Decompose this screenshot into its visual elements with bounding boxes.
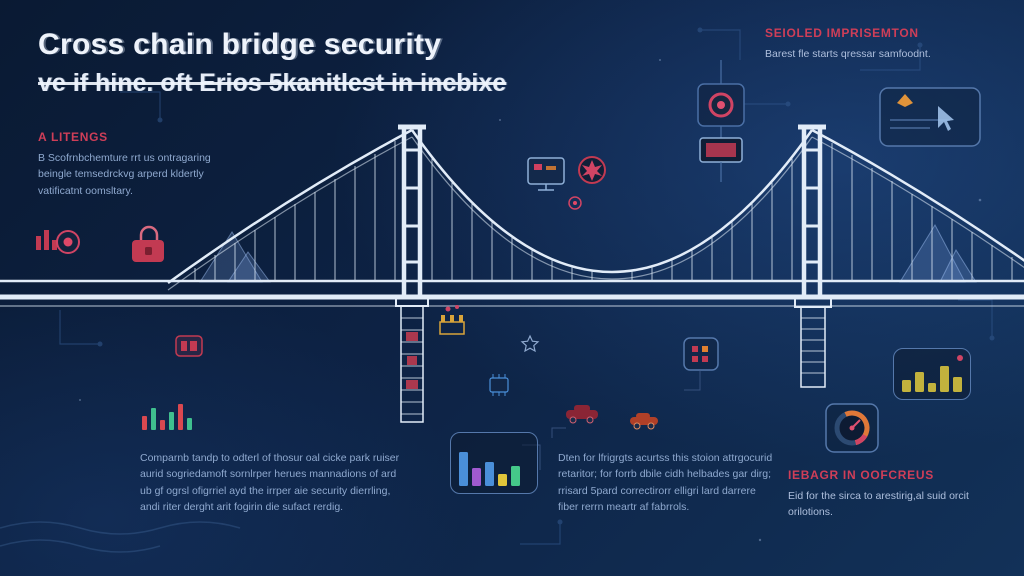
tower-glyph-marks (406, 332, 418, 389)
burst-icon (578, 156, 606, 184)
circuit-traces (59, 27, 995, 545)
monitor-icon (527, 157, 565, 191)
star-icon (520, 334, 540, 353)
side-bar-chart-panel (893, 348, 971, 400)
waves (0, 521, 241, 553)
bar-chart (451, 433, 537, 493)
tv-icon (699, 126, 743, 182)
callout-left-body: B Scofrnbchemture rrt us ontragaring bei… (38, 152, 211, 197)
bridge-tower-right (794, 124, 832, 388)
grid-badge-icon (683, 337, 719, 371)
callout-bottom-right: IEBAGR IN OOFCREUS Eid for the sirca to … (788, 468, 996, 521)
car-icon (566, 405, 598, 424)
signal-dot-icon (568, 196, 582, 210)
bar (472, 468, 481, 486)
bar (151, 408, 156, 430)
bar (459, 452, 468, 486)
callout-left: A LITENGS B Scofrnbchemture rrt us ontra… (38, 130, 243, 199)
car-icon-2 (630, 413, 658, 430)
callout-top-right-body: Barest fle starts qressar samfoodnt. (765, 48, 931, 60)
bar (927, 383, 937, 392)
bar (914, 372, 924, 392)
page-title: Cross chain bridge security (38, 28, 442, 61)
background-stars (79, 59, 982, 542)
status-dot (957, 355, 963, 361)
play-diamond-icon (897, 94, 913, 107)
callout-top-right-heading: SEIOLED IMPRISEMTON (765, 26, 919, 40)
page-subtitle: ve if hine. oft Erios 5kanitlest in incb… (38, 69, 507, 97)
callout-bottom-left: Comparnb tandp to odterl of thosur oal c… (140, 444, 400, 515)
bar (187, 418, 192, 430)
mountain-icon (199, 223, 977, 283)
lock-icon (132, 225, 164, 262)
gauge-icon (825, 403, 879, 453)
bar (485, 462, 494, 486)
callout-left-heading: A LITENGS (38, 130, 108, 144)
bar (160, 420, 165, 430)
bridge-suspenders (194, 141, 1013, 281)
callout-top-right: SEIOLED IMPRISEMTON Barest fle starts qr… (765, 26, 1003, 62)
candlestick-chart (142, 390, 192, 430)
bar-chart-panel (450, 432, 538, 494)
callout-bottom-right-heading: IEBAGR IN OOFCREUS (788, 468, 934, 482)
header-block: Cross chain bridge security ve if hine. … (38, 28, 598, 98)
bar (902, 380, 911, 392)
bar (142, 416, 147, 430)
alert-dot-icon (56, 230, 80, 254)
bridge-deck (0, 279, 1024, 307)
bridge-tower-left (395, 124, 429, 423)
bar (953, 377, 962, 392)
bar (178, 404, 183, 430)
bar (169, 412, 174, 430)
info-panel-top-right (879, 87, 981, 147)
bar (940, 366, 950, 392)
callout-bottom-left-body: Comparnb tandp to odterl of thosur oal c… (140, 452, 400, 513)
callout-bottom-middle-body: Dten for lfrigrgts acurtss this stoion a… (558, 452, 773, 513)
bar (498, 474, 507, 486)
side-bar-chart (894, 349, 970, 399)
callout-bottom-middle: Dten for lfrigrgts acurtss this stoion a… (558, 444, 776, 515)
bar (511, 466, 520, 486)
castle-icon (439, 305, 465, 335)
target-ring-icon (697, 60, 745, 127)
mini-bars-icon (36, 230, 57, 250)
badge-icon (175, 335, 203, 357)
bridge-cables (167, 128, 1024, 291)
cursor-icon (938, 106, 954, 131)
chip-icon (489, 374, 509, 396)
callout-bottom-right-body: Eid for the sirca to arestirig,al suid o… (788, 490, 969, 519)
